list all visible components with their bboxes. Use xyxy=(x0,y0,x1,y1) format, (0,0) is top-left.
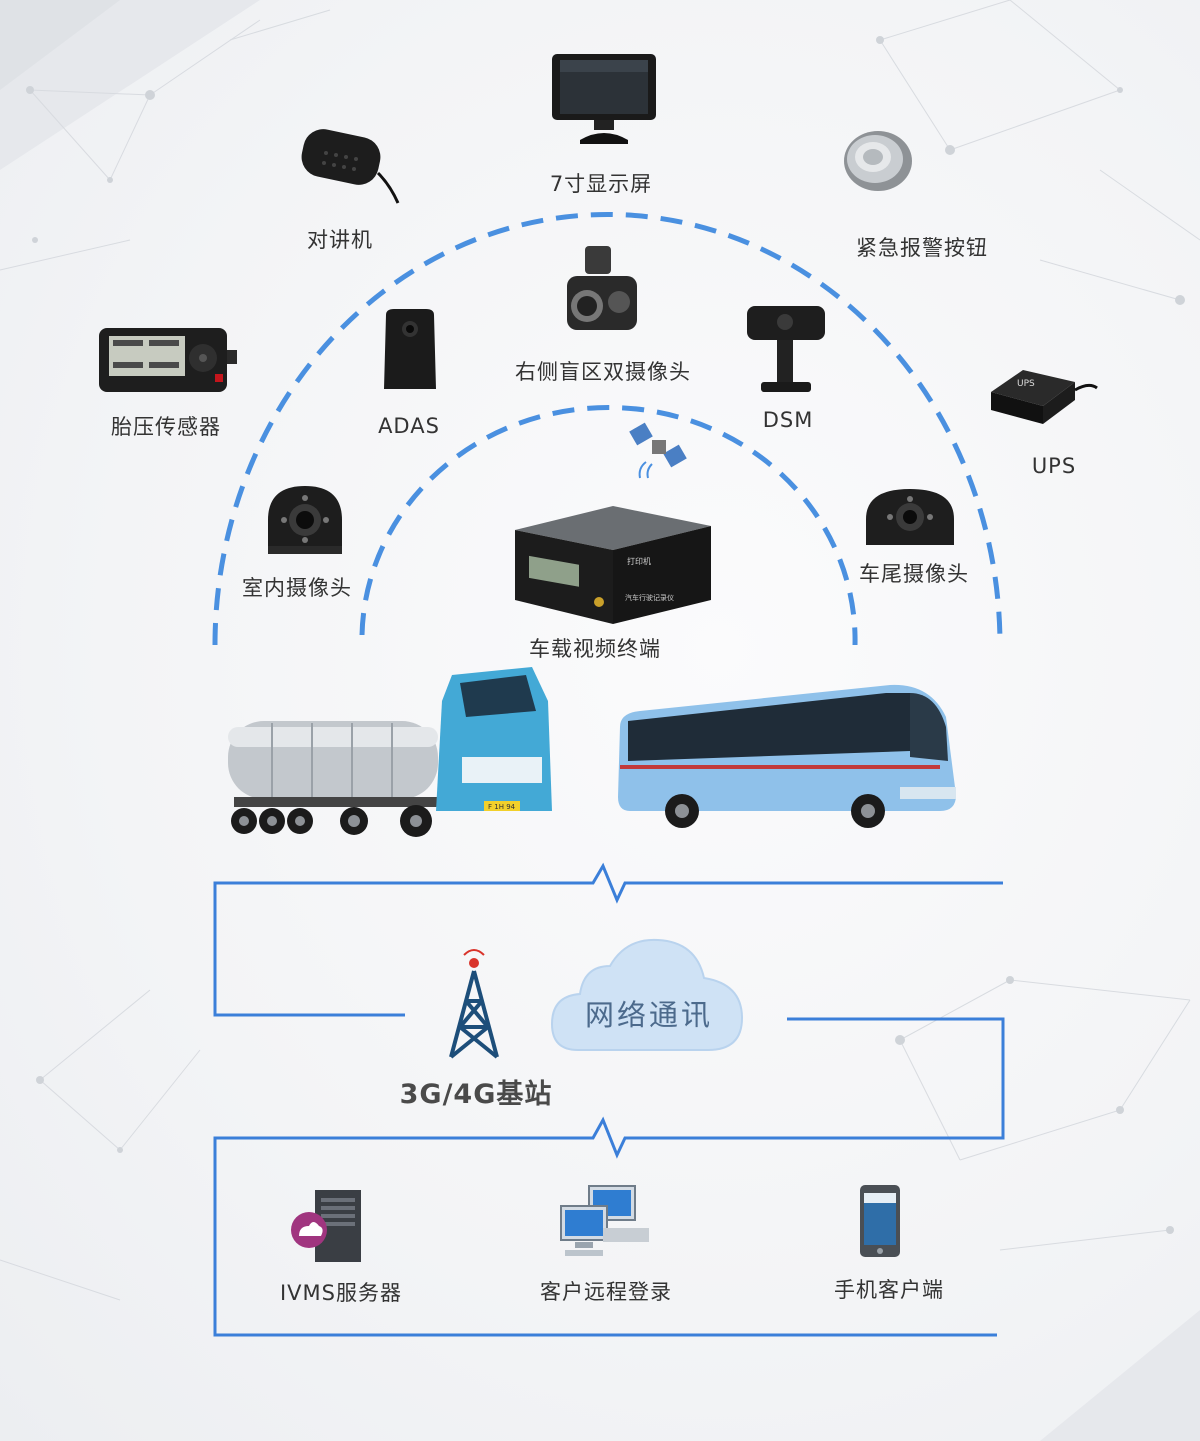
vehicle-link-line xyxy=(213,862,1003,1017)
label-rear-camera: 车尾摄像头 xyxy=(859,562,969,586)
terminal-recorder-text: 汽车行驶记录仪 xyxy=(625,593,674,602)
satellite-icon xyxy=(629,422,687,479)
label-dsm: DSM xyxy=(762,408,814,432)
ups-device-text: UPS xyxy=(1017,379,1035,389)
truck-plate-text: F 1H 94 xyxy=(488,803,516,811)
dsm-camera-icon xyxy=(747,306,825,392)
label-emergency-button: 紧急报警按钮 xyxy=(856,236,988,260)
label-tpms: 胎压传感器 xyxy=(111,415,221,439)
cell-tower-icon xyxy=(449,949,499,1059)
label-mobile-client: 手机客户端 xyxy=(834,1278,944,1302)
label-remote-login: 客户远程登录 xyxy=(540,1280,672,1304)
label-intercom: 对讲机 xyxy=(307,228,373,252)
label-adas: ADAS xyxy=(378,414,440,438)
mobile-phone-icon xyxy=(860,1185,900,1257)
inner-dashed-arc xyxy=(359,405,858,646)
label-base-station: 3G/4G基站 xyxy=(399,1079,553,1110)
remote-login-computers-icon xyxy=(560,1185,649,1256)
vehicle-terminal-icon: 打印机 汽车行驶记录仪 xyxy=(515,506,711,624)
server-icon xyxy=(291,1190,361,1262)
terminal-print-text: 打印机 xyxy=(627,556,651,566)
tpms-icon xyxy=(99,328,237,392)
label-indoor-camera: 室内摄像头 xyxy=(242,576,352,600)
outer-dashed-arc xyxy=(212,212,1003,646)
blind-spot-camera-icon xyxy=(567,246,637,330)
label-ups: UPS xyxy=(1031,454,1077,478)
ups-icon: UPS xyxy=(991,370,1098,424)
label-blind-spot-camera: 右侧盲区双摄像头 xyxy=(515,360,691,384)
label-network: 网络通讯 xyxy=(584,998,714,1032)
label-ivms-server: IVMS服务器 xyxy=(279,1281,403,1305)
label-vehicle-terminal: 车载视频终端 xyxy=(529,637,661,661)
adas-camera-icon xyxy=(384,309,436,389)
intercom-icon xyxy=(301,129,400,204)
coach-bus-image xyxy=(618,684,956,828)
rear-camera-icon xyxy=(866,489,954,545)
server-link-line xyxy=(213,1017,1005,1337)
label-monitor: 7寸显示屏 xyxy=(549,172,653,196)
cloud-icon xyxy=(550,938,744,1051)
tanker-truck-image: F 1H 94 xyxy=(228,667,552,837)
emergency-button-icon xyxy=(844,131,912,191)
monitor-icon xyxy=(552,54,656,144)
indoor-camera-icon xyxy=(268,486,342,554)
